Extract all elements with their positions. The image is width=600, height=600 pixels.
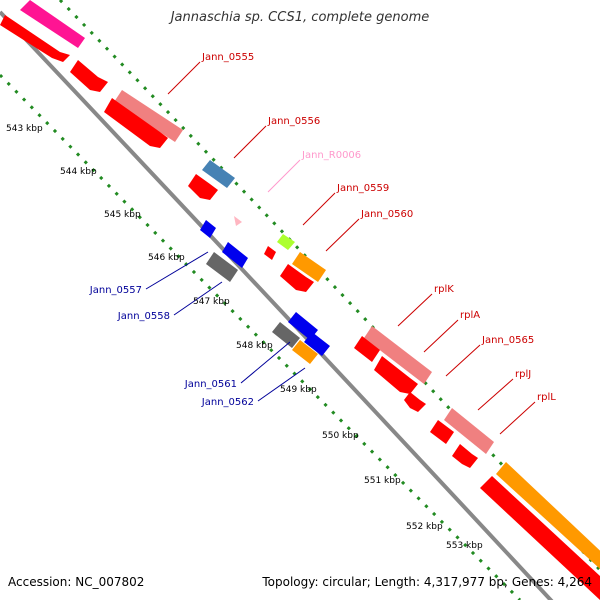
gene-label[interactable]: rplL: [537, 392, 556, 403]
tick-label: 551 kbp: [364, 476, 401, 486]
genome-backbone: [0, 10, 554, 600]
leader-line: [145, 251, 209, 290]
leader-line: [173, 281, 223, 316]
tick-label: 547 kbp: [193, 297, 230, 307]
tick-label: 549 kbp: [280, 385, 317, 395]
cds-feature: [202, 160, 235, 188]
cds-feature: [114, 90, 183, 142]
cds-feature: [272, 322, 300, 348]
leader-line: [477, 378, 514, 411]
outer-gene-labels: Jann_0555Jann_0556Jann_R0006Jann_0559Jan…: [167, 52, 556, 435]
cds-feature: [206, 252, 238, 282]
leader-line: [499, 401, 536, 435]
cds-feature: [444, 408, 494, 454]
gene-label[interactable]: Jann_0561: [184, 379, 237, 390]
cds-feature: [104, 98, 168, 148]
gene-label[interactable]: Jann_0560: [360, 209, 413, 220]
cds-feature: [264, 246, 276, 260]
leader-line: [302, 192, 336, 226]
leader-line: [325, 218, 360, 252]
cds-feature: [200, 220, 216, 238]
tick-label: 553 kbp: [446, 541, 483, 551]
gene-label[interactable]: Jann_0558: [117, 311, 170, 322]
cds-feature: [364, 326, 432, 384]
cds-feature: [404, 392, 426, 412]
tick-label: 545 kbp: [104, 210, 141, 220]
cds-feature: [0, 15, 70, 62]
cds-feature: [288, 312, 318, 340]
cds-feature: [277, 234, 295, 250]
leader-line: [257, 367, 306, 402]
gene-label[interactable]: Jann_0555: [201, 52, 254, 63]
cds-feature: [354, 336, 380, 362]
tick-label: 552 kbp: [406, 522, 443, 532]
cds-feature: [480, 476, 600, 600]
gene-label[interactable]: rplJ: [515, 369, 531, 380]
tick-labels: 543 kbp 544 kbp 545 kbp 546 kbp 547 kbp 548 k…: [6, 124, 483, 551]
cds-feature: [20, 0, 85, 48]
cds-feature: [496, 462, 600, 569]
leader-line: [267, 159, 301, 193]
accession-text: Accession: NC_007802: [8, 575, 145, 589]
leader-line: [445, 344, 481, 377]
gene-label[interactable]: Jann_R0006: [301, 150, 361, 161]
inner-dotted-track: [0, 73, 522, 600]
leader-line: [233, 125, 267, 159]
cds-feature: [222, 242, 248, 268]
rna-feature: [234, 216, 242, 226]
leader-line: [397, 293, 433, 327]
cds-feature: [292, 252, 326, 282]
gene-label[interactable]: rplK: [434, 284, 454, 295]
tick-label: 543 kbp: [6, 124, 43, 134]
tick-label: 544 kbp: [60, 167, 97, 177]
tick-label: 546 kbp: [148, 253, 185, 263]
leader-line: [240, 341, 291, 384]
leader-line: [167, 61, 201, 95]
cds-feature: [292, 340, 318, 364]
cds-feature: [188, 174, 218, 200]
cds-feature: [452, 444, 478, 468]
topology-text: Topology: circular; Length: 4,317,977 bp…: [262, 575, 592, 589]
gene-label[interactable]: rplA: [460, 310, 480, 321]
cds-feature: [374, 356, 418, 394]
cds-feature: [430, 420, 454, 444]
gene-label[interactable]: Jann_0556: [267, 116, 320, 127]
leader-line: [423, 319, 459, 353]
cds-feature: [280, 264, 314, 292]
cds-feature: [304, 332, 330, 356]
gene-label[interactable]: Jann_0565: [481, 335, 534, 346]
gene-label[interactable]: Jann_0562: [201, 397, 254, 408]
gene-label[interactable]: Jann_0557: [89, 285, 142, 296]
tick-label: 548 kbp: [236, 341, 273, 351]
gene-label[interactable]: Jann_0559: [336, 183, 389, 194]
cds-feature: [70, 60, 108, 92]
tick-label: 550 kbp: [322, 431, 359, 441]
title: Jannaschia sp. CCS1, complete genome: [170, 10, 430, 25]
